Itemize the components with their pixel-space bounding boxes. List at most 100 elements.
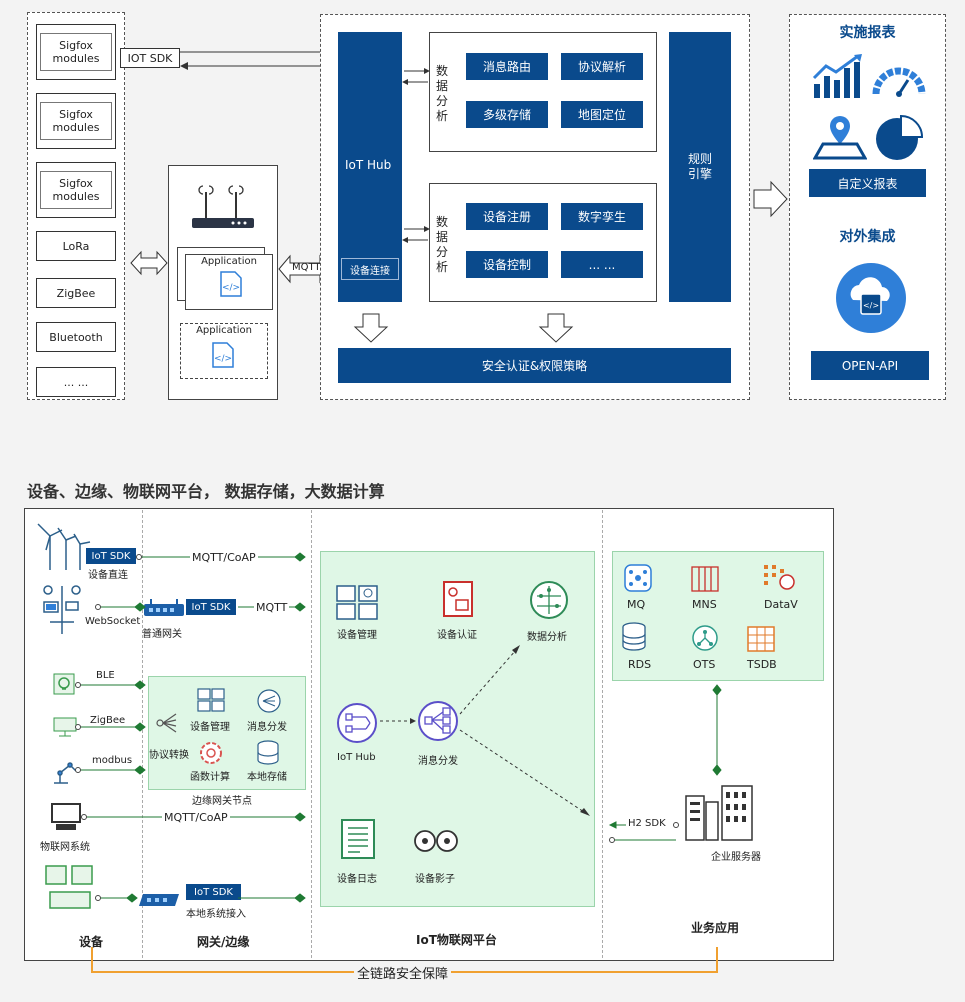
edge-gateway-node: [148, 676, 306, 790]
col-divider-2: [311, 510, 312, 958]
code-file-icon: </>: [220, 271, 242, 297]
analysis-group-2: [429, 183, 657, 302]
data-analysis-label: 数 据 分 析: [435, 215, 448, 274]
digital-twin: 数字孪生: [561, 203, 643, 230]
device-zigbee: ZigBee: [36, 278, 116, 308]
device-sigfox-3: Sigfox modules: [36, 162, 116, 218]
local-storage-icon: [257, 740, 279, 765]
col-divider-3: [602, 510, 603, 958]
cloud-item-label: MQ: [627, 598, 646, 611]
map-locate: 地图定位: [561, 101, 643, 128]
iot-system-label: 物联网系统: [40, 842, 90, 853]
platform-item-label: 数据分析: [527, 632, 567, 643]
app-label: Application: [196, 325, 252, 336]
platform-item-label: 设备影子: [415, 874, 455, 885]
device-bluetooth: Bluetooth: [36, 322, 116, 352]
platform-item-label: 消息分发: [418, 756, 458, 767]
cloud-item-label: OTS: [693, 658, 716, 671]
zigbee-monitor-icon: [53, 717, 77, 737]
websocket-label: WebSocket: [85, 616, 141, 627]
platform-item-label: 设备日志: [337, 874, 377, 885]
cloud-item-label: MNS: [692, 598, 717, 611]
local-access-label: 本地系统接入: [186, 909, 246, 920]
edge-item-label: 设备管理: [190, 722, 230, 733]
down-arrow-1: [353, 313, 389, 343]
gw-sdk-badge: IoT SDK: [186, 599, 236, 615]
device-label: Sigfox modules: [52, 39, 100, 65]
col-title-gateway: 网关/边缘: [197, 935, 250, 949]
integration-title: 对外集成: [839, 229, 896, 245]
direct-connect-label: 设备直连: [88, 570, 128, 581]
device-label: Bluetooth: [49, 330, 103, 344]
datav-icon: [764, 565, 795, 590]
pie-chart-icon: [876, 114, 924, 160]
enterprise-server-label: 企业服务器: [711, 852, 761, 863]
msg-dispatch-icon: [418, 701, 458, 741]
device-mgmt-icon: [197, 688, 225, 712]
device-label: Sigfox modules: [52, 177, 100, 203]
bar-chart-icon: [812, 54, 862, 98]
col-title-business: 业务应用: [691, 921, 740, 935]
rule-engine-label: 规则 引擎: [687, 152, 712, 181]
ble-label: BLE: [96, 670, 115, 681]
iot-hub-icon: [337, 703, 377, 743]
iot-hub-block: [338, 32, 402, 302]
msg-routing: 消息路由: [466, 53, 548, 80]
device-manage-icon: [336, 585, 378, 620]
wind-turbine-icon: [37, 523, 91, 570]
map-pin-icon: [813, 116, 867, 160]
edge-node-label: 边缘网关节点: [192, 796, 252, 807]
platform-item-label: 设备管理: [337, 630, 377, 641]
protocol-convert-icon: [156, 713, 177, 733]
section-title: 设备、边缘、物联网平台， 数据存储，大数据计算: [27, 482, 385, 501]
device-label: ZigBee: [56, 286, 96, 300]
iot-sdk-label: IOT SDK: [120, 48, 180, 68]
sdk-text: IoT SDK: [91, 550, 131, 562]
message-dispatch-icon: [257, 689, 281, 713]
gauge-icon: [872, 67, 926, 97]
cloud-item-label: TSDB: [747, 658, 777, 671]
device-label: Sigfox modules: [52, 108, 100, 134]
device-connect-text: 设备连接: [350, 265, 390, 277]
multi-storage: 多级存储: [466, 101, 548, 128]
app-card: Application </>: [185, 254, 273, 310]
enterprise-server-icon: [685, 785, 753, 841]
app-card-dashed: Application </>: [180, 323, 268, 379]
device-more: ... ...: [36, 367, 116, 397]
report-title: 实施报表: [839, 25, 896, 41]
weather-station-icon: [43, 585, 81, 634]
robot-arm-icon: [54, 762, 77, 784]
cloud-item-label: DataV: [764, 598, 798, 611]
mqtt-coap-label-2: MQTT/CoAP: [162, 811, 230, 824]
modbus-label: modbus: [92, 755, 133, 766]
edge-item-label: 函数计算: [190, 772, 230, 783]
device-sigfox-1: Sigfox modules: [36, 24, 116, 80]
platform-item-label: 设备认证: [437, 630, 477, 641]
gateway-device-icon: [144, 599, 184, 616]
device-label: ... ...: [63, 375, 89, 389]
sdk-text: IoT SDK: [194, 886, 233, 898]
device-shadow-icon: [414, 830, 458, 852]
right-arrow-big: [753, 180, 788, 218]
ots-icon: [692, 625, 718, 651]
router-icon: [192, 185, 254, 228]
device-connect-box: 设备连接: [341, 258, 399, 280]
rule-engine-block: 规则 引擎: [669, 32, 731, 302]
device-log-icon: [341, 819, 375, 859]
platform-item-label: IoT Hub: [337, 752, 376, 763]
app-label: Application: [201, 256, 257, 267]
down-arrow-2: [538, 313, 574, 343]
edge-item-label: 协议转换: [149, 750, 189, 761]
col-title-device: 设备: [79, 935, 104, 949]
zigbee-label: ZigBee: [90, 715, 126, 726]
open-api-button: OPEN-API: [811, 351, 929, 380]
edge-item-label: 本地存储: [247, 772, 287, 783]
mqtt-label-2: MQTT: [254, 601, 290, 614]
tsdb-icon: [747, 626, 775, 652]
device-sigfox-2: Sigfox modules: [36, 93, 116, 149]
device-lora: LoRa: [36, 231, 116, 261]
data-analysis-label: 数 据 分 析: [435, 64, 448, 123]
cloud-code-icon: </>: [836, 263, 906, 333]
mq-icon: [624, 564, 652, 592]
double-arrow-1: [130, 250, 168, 276]
